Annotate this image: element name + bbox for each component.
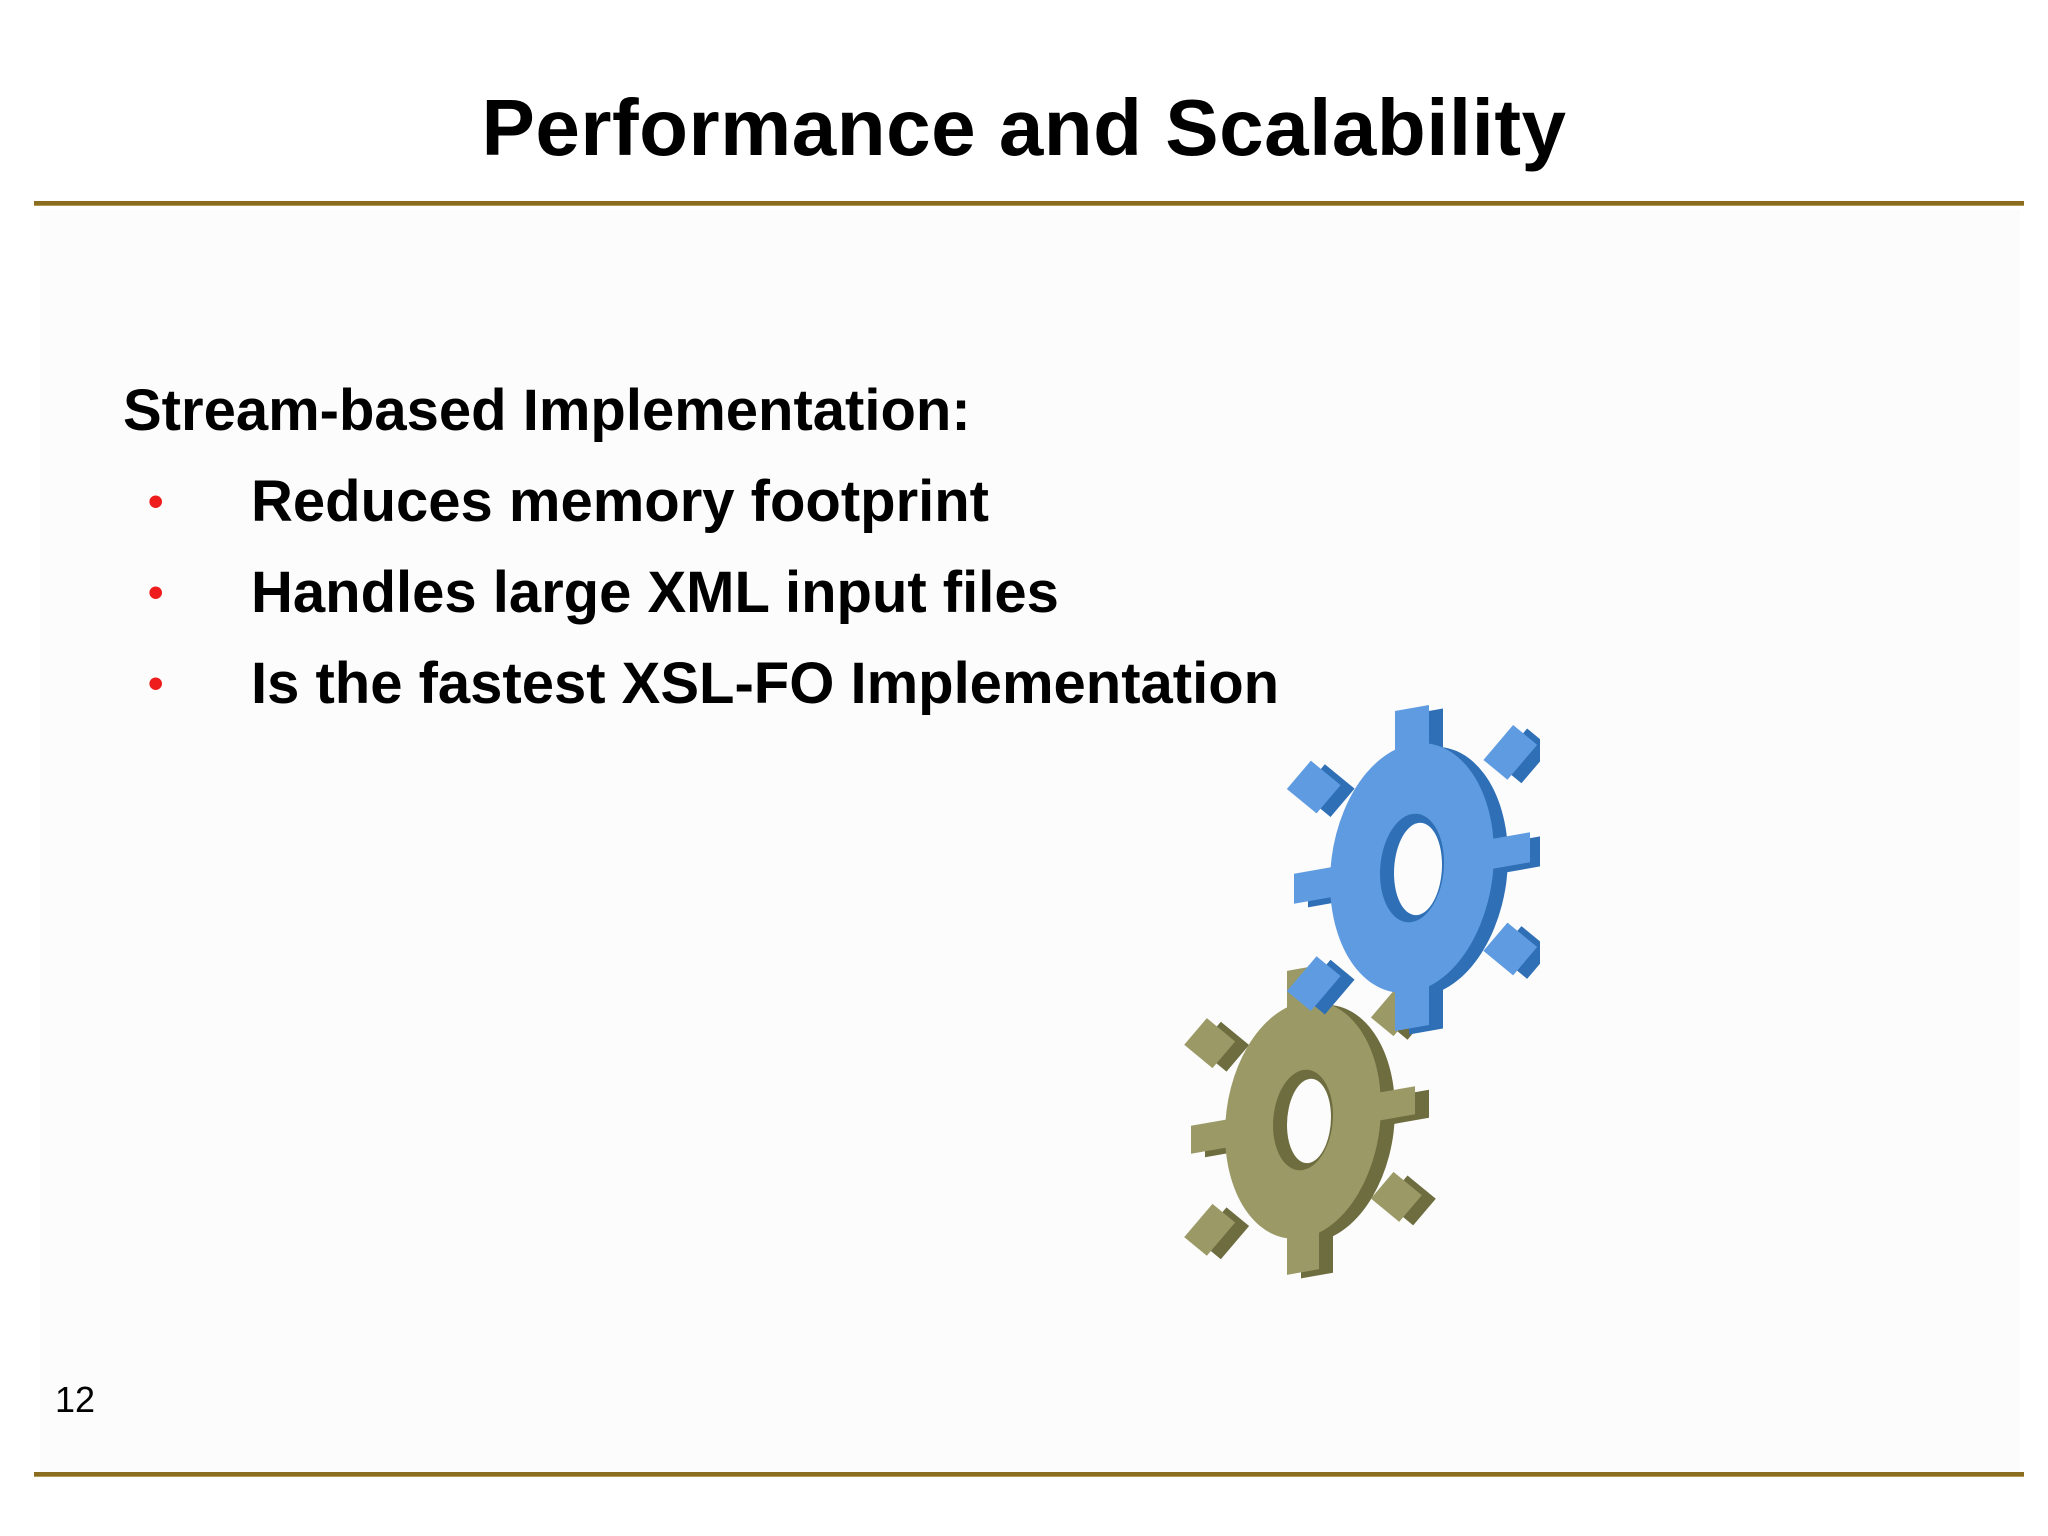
page-number: 12 — [55, 1379, 96, 1420]
content-area — [40, 210, 2020, 1475]
bullet-text: Reduces memory footprint — [251, 469, 989, 534]
slide-title: Performance and Scalability — [481, 83, 1567, 172]
bullet-list: • Reduces memory footprint • Handles lar… — [123, 463, 1723, 736]
bullet-item: • Reduces memory footprint — [123, 463, 1723, 554]
bullet-dot-icon: • — [148, 477, 164, 526]
bullet-item: • Is the fastest XSL-FO Implementation — [123, 645, 1723, 736]
title-divider — [34, 201, 2024, 205]
gears-icon — [1184, 705, 1540, 1279]
bullet-item: • Handles large XML input files — [123, 554, 1723, 645]
slide-body: Stream-based Implementation: • Reduces m… — [123, 372, 1723, 736]
bullet-text: Is the fastest XSL-FO Implementation — [251, 651, 1280, 716]
bullet-text: Handles large XML input files — [251, 560, 1059, 625]
bullet-dot-icon: • — [148, 568, 164, 617]
blue-gear-icon — [1286, 705, 1540, 1035]
bullet-dot-icon: • — [148, 659, 164, 708]
olive-gear-icon — [1184, 965, 1436, 1279]
intro-heading: Stream-based Implementation: — [123, 378, 971, 443]
footer-divider — [34, 1472, 2024, 1476]
